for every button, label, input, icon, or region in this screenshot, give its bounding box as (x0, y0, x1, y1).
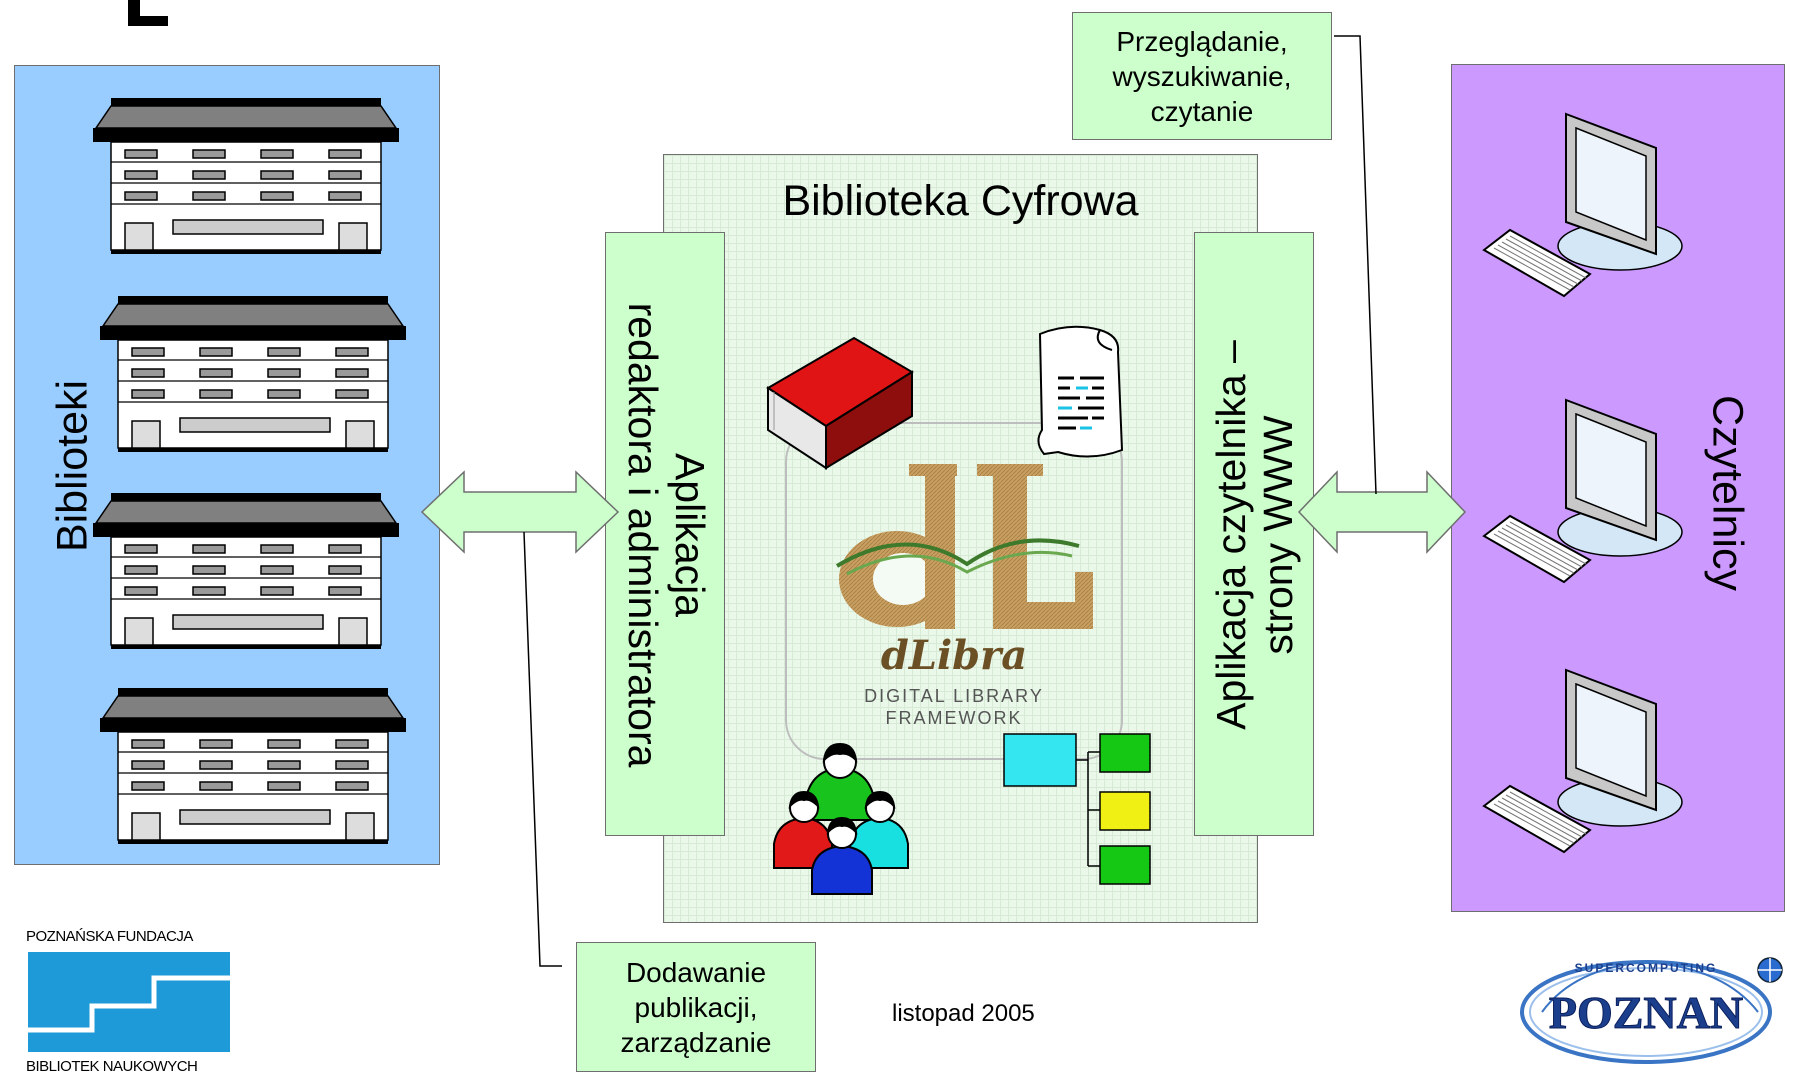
dlibra-wordmark: dLibra (880, 632, 1028, 679)
computer-icon (1482, 112, 1683, 298)
poznan-arc-text: SUPERCOMPUTING (1575, 961, 1718, 975)
reader-app-panel: Aplikacja czytelnika – strony WWW (1194, 232, 1314, 836)
library-building-icon (93, 493, 399, 649)
dlibra-monogram (835, 464, 1093, 629)
double-arrow-left (420, 470, 620, 554)
callout-browse-line-2: wyszukiwanie, (1112, 60, 1292, 92)
poznan-logo: SUPERCOMPUTING POZNAN (1520, 957, 1783, 1064)
digital-library-title: Biblioteka Cyfrowa (782, 177, 1139, 225)
poznan-logo-text: POZNAN (1549, 987, 1743, 1038)
editor-app-panel: Aplikacja redaktora i administratora (605, 232, 725, 836)
library-building-icon (93, 98, 399, 254)
library-building-icon (100, 688, 406, 844)
foundation-logo (28, 952, 230, 1052)
book-icon (766, 336, 914, 470)
digital-library-panel: Biblioteka Cyfrowa (663, 154, 1258, 923)
callout-browse: Przeglądanie, wyszukiwanie, czytanie (1072, 12, 1332, 140)
dlibra-logo: dLibra DIGITAL LIBRARY FRAMEWORK (785, 422, 1123, 760)
foundation-name-bottom: BIBLIOTEK NAUKOWYCH (26, 1058, 198, 1075)
callout-add: Dodawanie publikacji, zarządzanie (576, 942, 816, 1072)
dlibra-tagline-1: DIGITAL LIBRARY (864, 686, 1044, 706)
library-building-icon (100, 296, 406, 452)
foundation-name-top: POZNAŃSKA FUNDACJA (26, 928, 193, 945)
callout-browse-line-3: czytanie (1150, 95, 1254, 127)
callout-add-line-3: zarządzanie (620, 1026, 772, 1058)
double-arrow-right (1297, 470, 1467, 554)
computer-icon (1482, 668, 1683, 854)
document-icon (1037, 325, 1124, 458)
callout-add-line-2: publikacji, (634, 991, 758, 1023)
hierarchy-icon (1003, 733, 1151, 885)
computer-icon (1482, 398, 1683, 584)
users-group-icon (773, 742, 909, 895)
corner-mark (128, 0, 168, 26)
footer-date: listopad 2005 (892, 1000, 1035, 1027)
dlibra-tagline-2: FRAMEWORK (885, 708, 1023, 728)
callout-browse-line-1: Przeglądanie, (1116, 25, 1288, 57)
callout-add-line-1: Dodawanie (625, 956, 767, 988)
